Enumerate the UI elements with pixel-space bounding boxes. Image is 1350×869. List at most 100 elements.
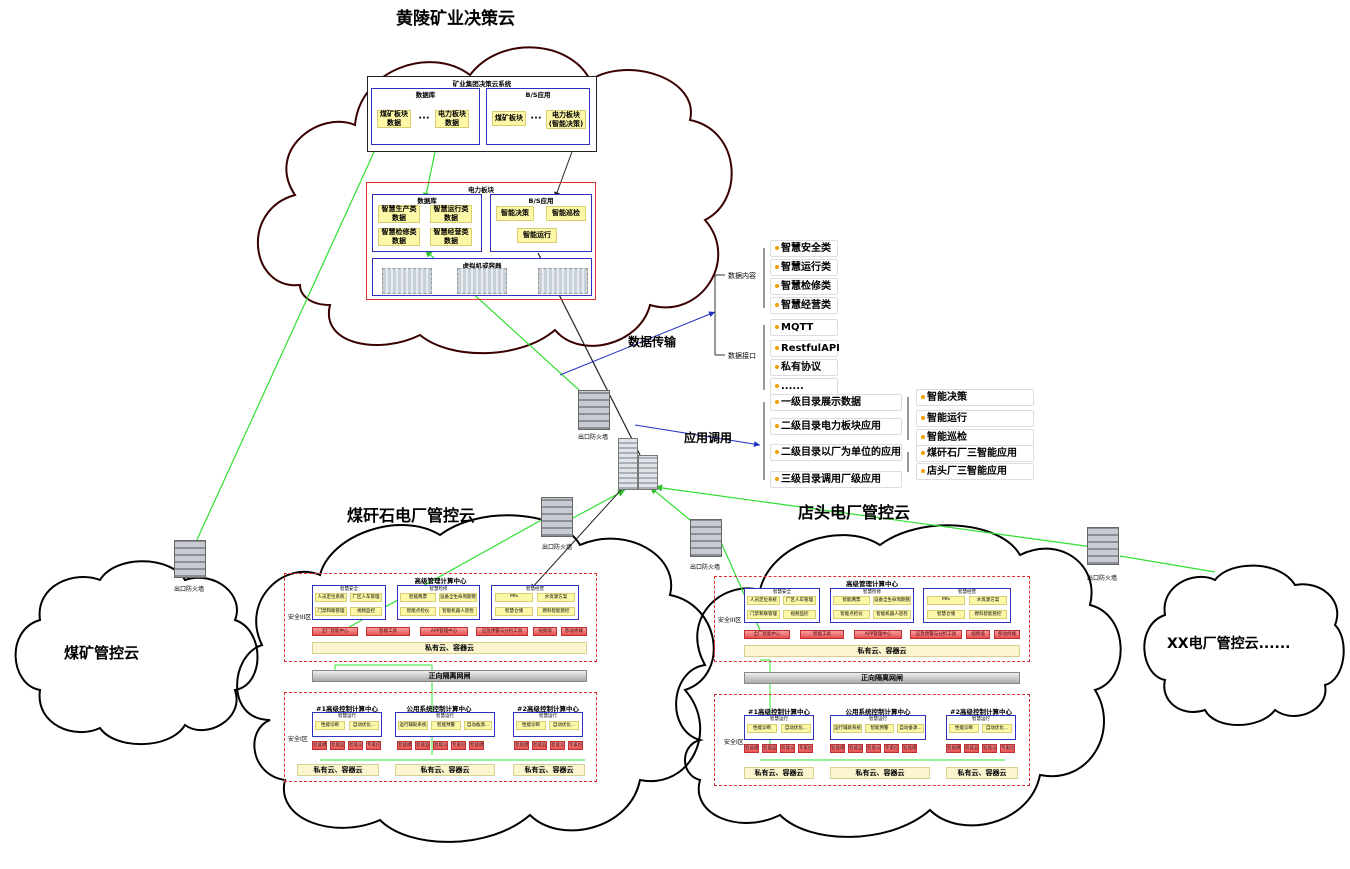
sec2-item: 智能两票 (400, 593, 436, 602)
ctrl-center-1: #1高级控制计算中心 (316, 705, 378, 713)
ctrl-red: 专家控制 (451, 741, 466, 750)
ctrl-sub: 智慧运行 (338, 714, 356, 719)
redbar-item: 移动终端 (561, 627, 587, 636)
private-cloud-band: 私有云、容器云 (744, 767, 814, 779)
ctrl-red: 智能模块 (469, 741, 484, 750)
ctrl-red: 智能模块 (830, 744, 845, 753)
tree-data-cat2: 数据接口 (728, 352, 756, 360)
app-call-label: 应用调用 (684, 431, 733, 445)
tree-app-sub: 智能运行 (916, 410, 1034, 427)
tree-data-item: 智慧检修类 (770, 278, 838, 295)
p-bs-item-0: 智能决策 (496, 206, 534, 221)
tree-data-item: 私有协议 (770, 359, 838, 376)
sec-title: 智慧经营 (958, 590, 976, 595)
tree-data-item: MQTT (770, 319, 838, 336)
p-db-item-2: 智慧检修类数据 (378, 228, 420, 246)
bullet-icon (775, 265, 779, 269)
ctrl-red: 智能监控 (964, 744, 979, 753)
firewall-label: 出口防火墙 (174, 586, 205, 593)
sec3-item: 水资源方案 (969, 596, 1007, 605)
sec1-item: 门禁和联管理 (747, 610, 780, 619)
tree-app-item: 二级目录电力板块应用 (770, 418, 902, 435)
sec-title: 智慧经营 (526, 587, 544, 592)
sec2-item: 设备全生命周期管理 (439, 593, 477, 602)
decision-db-title: 数据库 (415, 91, 436, 99)
tree-data-item: 智慧安全类 (770, 240, 838, 257)
zone1-label: 安全I区 (288, 736, 308, 743)
zone3-label: 安全III区 (718, 617, 742, 624)
sec3-item: 水资源方案 (537, 593, 575, 602)
isolation-gap: 正向隔离网闸 (744, 672, 1020, 684)
firewall-label: 出口防火墙 (690, 564, 721, 571)
server-rack-2 (457, 268, 507, 294)
sec2-item: 智能点检仪 (400, 607, 436, 616)
diantou-zone1 (714, 694, 1030, 786)
bullet-icon (775, 384, 779, 388)
sec1-item: 门禁和联管理 (315, 607, 347, 616)
db-ellipsis: ··· (418, 113, 430, 124)
firewall-icon (690, 519, 722, 557)
ctrl-red: 智能诊断 (982, 744, 997, 753)
p-bs-item-1: 智能巡检 (546, 206, 586, 221)
bullet-icon (775, 246, 779, 250)
ctrl-sub: 智慧运行 (770, 717, 788, 722)
sec-title: 智慧安全 (340, 587, 358, 592)
tree-app-item: 一级目录展示数据 (770, 394, 902, 411)
tree-data-item: RestfulAPI (770, 340, 840, 357)
tree-app-sub: 店头厂三智能应用 (916, 463, 1034, 480)
sec3-item: 智慧仓储 (495, 607, 533, 616)
tree-data-item: 智慧运行类 (770, 259, 838, 276)
server-rack-1 (382, 268, 432, 294)
ctrl-center-3: #2高级控制计算中心 (950, 708, 1012, 716)
bs-ellipsis: ··· (530, 113, 542, 124)
ctrl-sub: 智慧运行 (972, 717, 990, 722)
isolation-gap: 正向隔离网闸 (312, 670, 587, 682)
ctrl-item: 性能诊断 (315, 721, 345, 730)
bullet-icon (775, 303, 779, 307)
sec1-item: 人员定位系统 (747, 596, 780, 605)
ctrl-red: 智能监控 (848, 744, 863, 753)
redbar-item: 智能工具 (366, 627, 410, 636)
tree-app-item: 二级目录以厂为单位的应用 (770, 444, 902, 461)
sec2-item: 智能机器人巡检 (439, 607, 477, 616)
server-rack-3 (538, 268, 588, 294)
xx-cloud-shape (1143, 564, 1345, 726)
ctrl-sub: 智慧运行 (436, 714, 454, 719)
meigan-zone1 (284, 692, 597, 782)
sec-title: 智慧检修 (429, 587, 448, 592)
sec1-item: 厂区人车管理 (783, 596, 816, 605)
ctrl-red: 智能模块 (902, 744, 917, 753)
firewall-label: 出口防火墙 (1087, 575, 1118, 582)
decision-system-title: 矿业集团决策云系统 (452, 80, 512, 88)
db-coal-data: 煤矿板块数据 (377, 110, 411, 128)
ctrl-red: 智能诊断 (550, 741, 565, 750)
ctrl-red: 智能诊断 (866, 744, 881, 753)
ctrl-red: 智能诊断 (780, 744, 795, 753)
sec-title: 智慧检修 (863, 590, 881, 595)
firewall-label: 出口防火墙 (542, 544, 573, 551)
sec2-item: 智能机器人巡检 (873, 610, 911, 619)
power-bs-title: B/S应用 (528, 197, 554, 205)
ctrl-red: 专家控制 (798, 744, 813, 753)
sec3-item: MIS (927, 596, 965, 605)
ctrl-red: 智能监控 (532, 741, 547, 750)
ctrl-red: 专家控制 (884, 744, 899, 753)
private-cloud-band: 私有云、容器云 (830, 767, 930, 779)
sec3-item: MIS (495, 593, 533, 602)
redbar-item: 应急预警与分析工具 (910, 630, 962, 639)
diantou-cloud-title: 店头电厂管控云 (798, 503, 911, 522)
tree-app-sub: 煤矸石厂三智能应用 (916, 445, 1034, 462)
ctrl-item: 自动优化... (549, 721, 579, 730)
firewall-icon (1087, 527, 1119, 565)
diantou-zone3 (714, 576, 1030, 662)
ctrl-sub: 智慧运行 (539, 714, 557, 719)
ctrl-red: 智能模块 (514, 741, 529, 750)
ctrl-sub: 智慧运行 (869, 717, 887, 722)
power-block-title: 电力板块 (468, 186, 494, 194)
firewall-label: 出口防火墙 (578, 434, 609, 441)
meigan-cloud-shape (236, 514, 715, 843)
sec2-item: 智能两票 (833, 596, 870, 605)
ctrl-center-2: 公用系统控制计算中心 (406, 705, 472, 713)
ctrl-center-3: #2高级控制计算中心 (517, 705, 579, 713)
